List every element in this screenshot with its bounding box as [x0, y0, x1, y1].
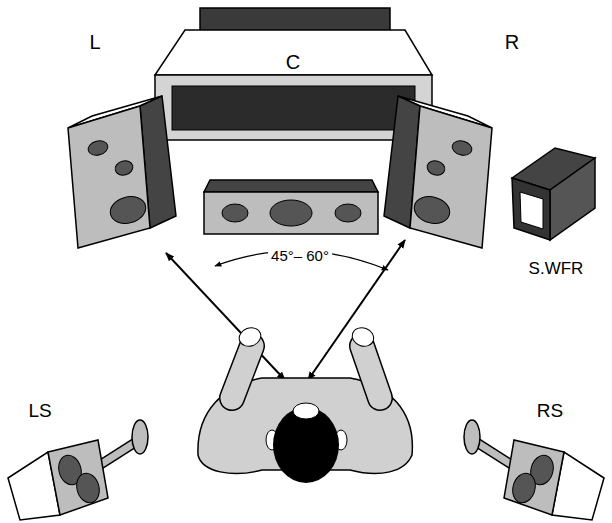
listening-axis-arrow [166, 253, 285, 380]
listener-arm-outline [232, 346, 252, 398]
wall-mount [132, 420, 148, 454]
woofer [107, 193, 149, 227]
speaker-label: S.WFR [529, 260, 584, 277]
speaker-front-face [410, 106, 492, 248]
woofer [411, 193, 453, 227]
midrange-driver [425, 159, 446, 177]
tv-top-face [155, 30, 432, 75]
driver [335, 204, 361, 222]
center-speaker [204, 180, 378, 234]
subwoofer-front-face [512, 178, 550, 240]
midrange-driver [113, 159, 134, 177]
wall-mount [464, 420, 480, 454]
front-left-speaker [68, 96, 176, 248]
tv-back [200, 8, 390, 32]
listener-hand [350, 325, 377, 349]
angle-label: 45°– 60° [268, 247, 332, 264]
listener-arm-outline [362, 346, 380, 398]
subwoofer-port [520, 192, 543, 229]
speaker-front-face [204, 192, 378, 234]
left-surround-speaker [8, 420, 148, 520]
television [155, 8, 432, 140]
listener-arm [362, 346, 380, 398]
right-surround-speaker [464, 420, 604, 520]
speaker-front-face [504, 440, 564, 515]
listener-nose [293, 403, 319, 419]
tv-front-face [155, 75, 432, 140]
listener-arm [232, 346, 252, 398]
speaker-label: L [89, 32, 100, 52]
speaker-label: LS [28, 401, 51, 420]
tweeter [87, 139, 110, 158]
speaker-label: C [286, 52, 300, 72]
speaker-label: R [505, 32, 519, 52]
tv-screen [172, 86, 415, 130]
subwoofer [512, 148, 595, 240]
driver [270, 200, 312, 226]
tweeter [451, 139, 474, 158]
driver [509, 471, 538, 506]
driver [73, 471, 102, 506]
speaker-front-face [68, 106, 150, 248]
subwoofer-side-face [550, 158, 595, 240]
driver [222, 204, 248, 222]
listener [198, 325, 412, 483]
speaker-front-face [48, 440, 108, 515]
listener-hand [237, 325, 264, 349]
speaker-label: RS [537, 401, 563, 420]
front-right-speaker [384, 96, 492, 248]
speaker-top-face [204, 180, 378, 192]
